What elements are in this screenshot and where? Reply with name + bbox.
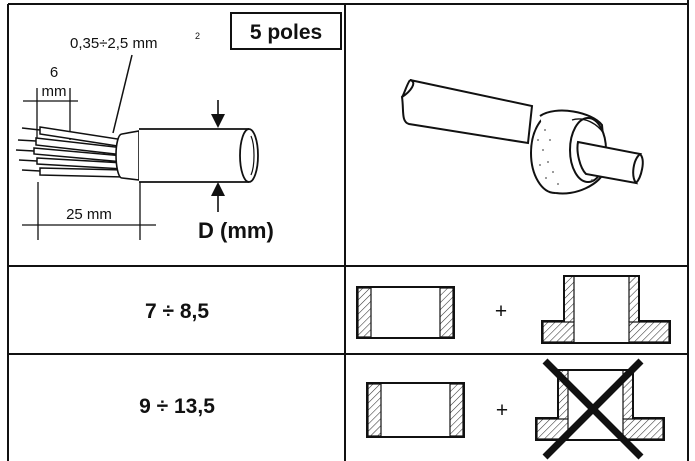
seal-ring-icon bbox=[366, 382, 465, 438]
plus-operator-row-1: + bbox=[495, 300, 507, 323]
seal-ring-icon bbox=[356, 286, 455, 339]
wire-section-exponent: 2 bbox=[195, 31, 200, 41]
poles-box bbox=[230, 12, 342, 50]
cable-sheath bbox=[115, 130, 140, 181]
not-allowed-cross-icon bbox=[542, 358, 644, 460]
plus-operator-row-2: + bbox=[496, 399, 508, 422]
diameter-label: D (mm) bbox=[198, 218, 274, 243]
table-grid bbox=[7, 0, 689, 461]
cable-end bbox=[239, 128, 259, 183]
poles-label: 5 poles bbox=[250, 21, 322, 44]
cable-preparation-drawing: 5 poles 0,35÷2,5 mm 2 6 mm bbox=[15, 12, 342, 243]
diameter-range-row-1: 7 ÷ 8,5 bbox=[145, 300, 209, 323]
assembled-gland-drawing bbox=[400, 79, 644, 195]
wire-section-label: 0,35÷2,5 mm bbox=[70, 35, 157, 52]
strip-length-unit: mm bbox=[42, 83, 67, 100]
diameter-range-row-2: 9 ÷ 13,5 bbox=[139, 395, 215, 418]
table-row: 7 ÷ 8,5 + bbox=[145, 275, 671, 344]
wires bbox=[33, 126, 125, 178]
table-row: 9 ÷ 13,5 + bbox=[139, 358, 665, 460]
sheath-length-label: 25 mm bbox=[66, 206, 112, 223]
flanged-insert-icon bbox=[541, 275, 671, 344]
conductor-tips bbox=[15, 127, 41, 172]
strip-length-value: 6 bbox=[50, 64, 58, 81]
